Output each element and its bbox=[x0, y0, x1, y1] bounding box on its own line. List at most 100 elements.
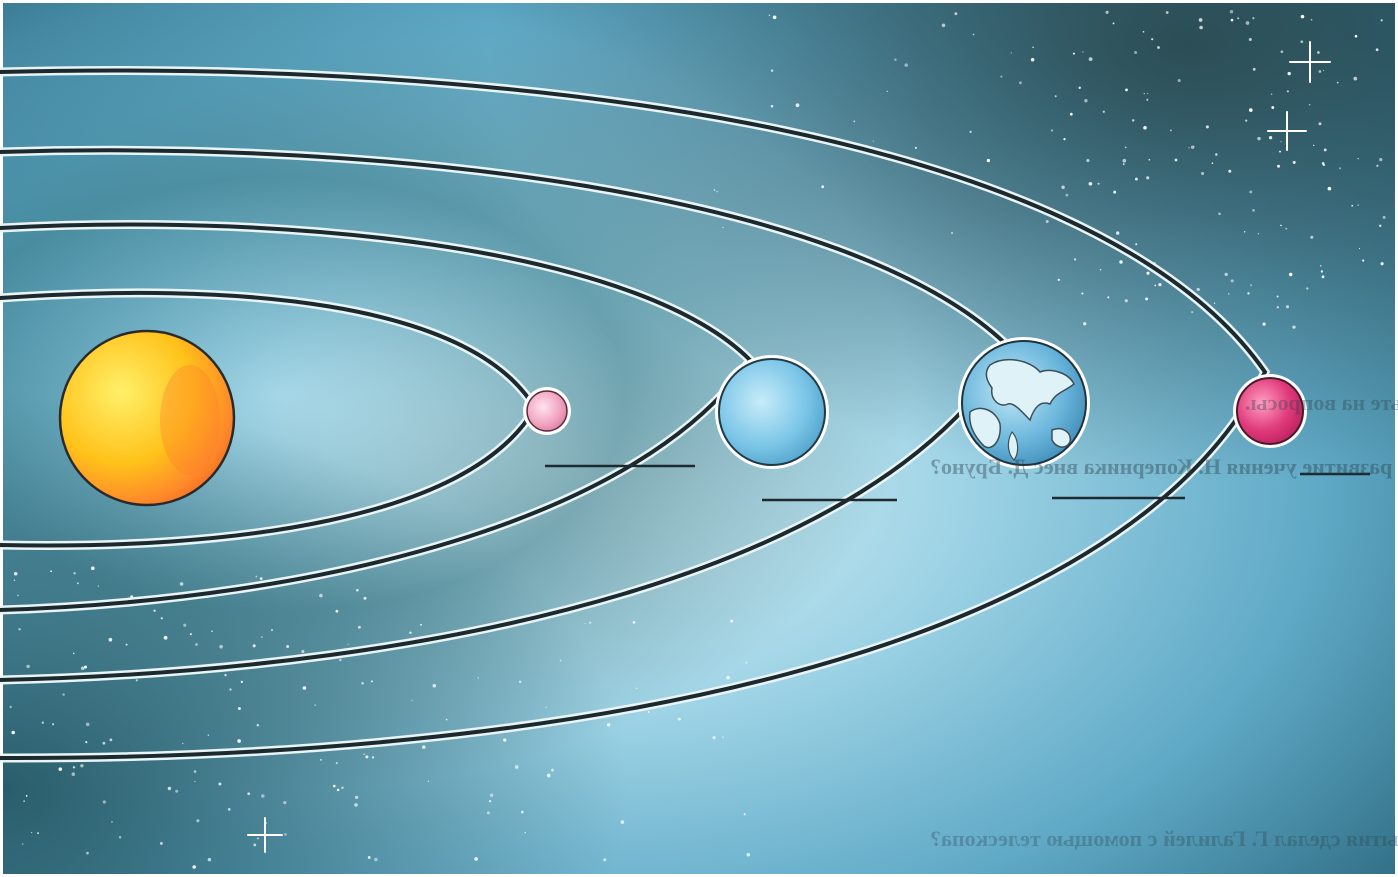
star bbox=[1199, 18, 1203, 22]
star bbox=[489, 800, 491, 802]
star bbox=[261, 636, 262, 637]
star bbox=[515, 765, 519, 769]
star bbox=[194, 770, 197, 773]
star bbox=[1317, 51, 1320, 54]
star bbox=[1154, 285, 1156, 287]
star bbox=[358, 626, 361, 629]
star bbox=[1258, 233, 1259, 234]
star bbox=[1322, 275, 1325, 278]
star bbox=[1249, 108, 1253, 112]
star bbox=[716, 191, 718, 193]
star bbox=[77, 582, 79, 584]
star bbox=[9, 706, 11, 708]
star bbox=[1237, 17, 1239, 19]
star bbox=[1081, 292, 1083, 294]
star bbox=[714, 189, 716, 191]
star bbox=[1353, 77, 1357, 81]
star bbox=[1321, 270, 1323, 272]
star bbox=[1253, 68, 1256, 71]
star bbox=[951, 232, 953, 234]
star bbox=[904, 63, 908, 67]
star bbox=[31, 832, 32, 833]
star bbox=[954, 12, 957, 15]
star bbox=[1134, 51, 1137, 54]
star bbox=[1100, 269, 1101, 270]
star bbox=[1000, 76, 1002, 78]
star bbox=[1107, 296, 1109, 298]
star bbox=[11, 731, 15, 735]
star bbox=[1269, 136, 1272, 139]
star bbox=[411, 700, 412, 701]
star bbox=[337, 789, 340, 792]
star bbox=[585, 623, 586, 624]
star bbox=[428, 781, 429, 782]
star bbox=[873, 140, 874, 141]
star bbox=[503, 738, 506, 741]
star bbox=[333, 785, 336, 788]
star bbox=[633, 621, 636, 624]
star bbox=[821, 185, 824, 188]
star bbox=[1320, 265, 1322, 267]
star bbox=[356, 589, 359, 592]
star bbox=[648, 711, 650, 713]
star bbox=[23, 800, 25, 802]
earth-icon bbox=[958, 337, 1090, 469]
star bbox=[1328, 187, 1332, 191]
star bbox=[17, 595, 19, 597]
star bbox=[160, 842, 163, 845]
star bbox=[1319, 70, 1322, 73]
star bbox=[1206, 125, 1209, 128]
star bbox=[1309, 104, 1311, 106]
star bbox=[84, 665, 87, 668]
star bbox=[286, 645, 289, 648]
star bbox=[1132, 119, 1134, 121]
star bbox=[422, 745, 426, 749]
star bbox=[175, 790, 178, 793]
star bbox=[474, 857, 478, 861]
star bbox=[1086, 159, 1089, 162]
star bbox=[1212, 162, 1214, 164]
star bbox=[372, 756, 374, 758]
star bbox=[409, 632, 411, 634]
star bbox=[1063, 138, 1065, 140]
star bbox=[1359, 248, 1360, 249]
star bbox=[365, 755, 368, 758]
star bbox=[894, 59, 896, 61]
star bbox=[490, 794, 494, 798]
star bbox=[91, 566, 95, 570]
star bbox=[22, 843, 23, 844]
star bbox=[1083, 322, 1086, 325]
star bbox=[336, 610, 339, 613]
star bbox=[103, 742, 106, 745]
star bbox=[86, 723, 90, 727]
star bbox=[80, 764, 83, 767]
star bbox=[26, 795, 28, 797]
star bbox=[1310, 236, 1313, 239]
star bbox=[73, 572, 75, 574]
star bbox=[1151, 38, 1153, 40]
star bbox=[1135, 178, 1138, 181]
star bbox=[1144, 93, 1145, 94]
star bbox=[1379, 225, 1381, 227]
sun-icon bbox=[60, 331, 234, 505]
star bbox=[1214, 303, 1215, 304]
star bbox=[1158, 283, 1161, 286]
star bbox=[257, 724, 260, 727]
star bbox=[973, 34, 975, 36]
star bbox=[1065, 194, 1068, 197]
star bbox=[521, 811, 524, 814]
star bbox=[336, 762, 338, 764]
star bbox=[364, 597, 367, 600]
star bbox=[1230, 10, 1233, 13]
star bbox=[218, 783, 221, 786]
star bbox=[363, 754, 364, 755]
star bbox=[368, 856, 371, 859]
star bbox=[1106, 11, 1109, 14]
star bbox=[1293, 161, 1296, 164]
star bbox=[52, 723, 54, 725]
star bbox=[355, 796, 358, 799]
star bbox=[341, 786, 344, 789]
star bbox=[771, 105, 774, 108]
star bbox=[1244, 231, 1245, 232]
